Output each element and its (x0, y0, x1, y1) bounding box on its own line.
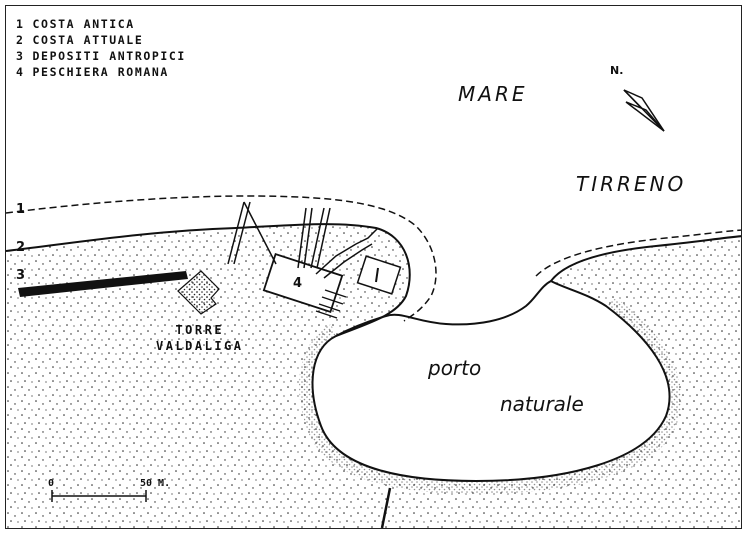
marker-2: 2 (16, 240, 26, 255)
tower-label: TORRE VALDALIGA (156, 322, 244, 354)
scale-bar-icon (51, 490, 147, 502)
north-label: N. (610, 64, 624, 77)
costa-antica-line-east (535, 229, 741, 277)
torre-valdaliga-building (177, 270, 220, 315)
scale-end-label: 50 M. (140, 478, 171, 489)
port-label-naturale: naturale (500, 392, 584, 416)
costa-attuale-line (6, 223, 411, 337)
scale-start-label: 0 (48, 478, 55, 489)
costa-attuale-line-east (550, 235, 741, 282)
tower-label-line2: VALDALIGA (156, 339, 244, 353)
north-arrow-icon (623, 89, 665, 132)
jetty-line (380, 487, 392, 528)
costa-antica-line (6, 195, 437, 322)
map-drawing (6, 89, 741, 528)
peschiera-steps (315, 289, 347, 319)
depositi-antropici-band (18, 271, 188, 297)
sea-label-tirreno: TIRRENO (576, 172, 687, 196)
sea-label-mare: MARE (458, 82, 528, 106)
small-building (356, 255, 402, 295)
marker-1: 1 (16, 202, 26, 217)
marker-4: 4 (293, 276, 303, 291)
port-label-porto: porto (428, 356, 482, 380)
tower-label-line1: TORRE (175, 323, 225, 337)
marker-3: 3 (16, 268, 26, 283)
peschiera-channels (227, 201, 379, 279)
